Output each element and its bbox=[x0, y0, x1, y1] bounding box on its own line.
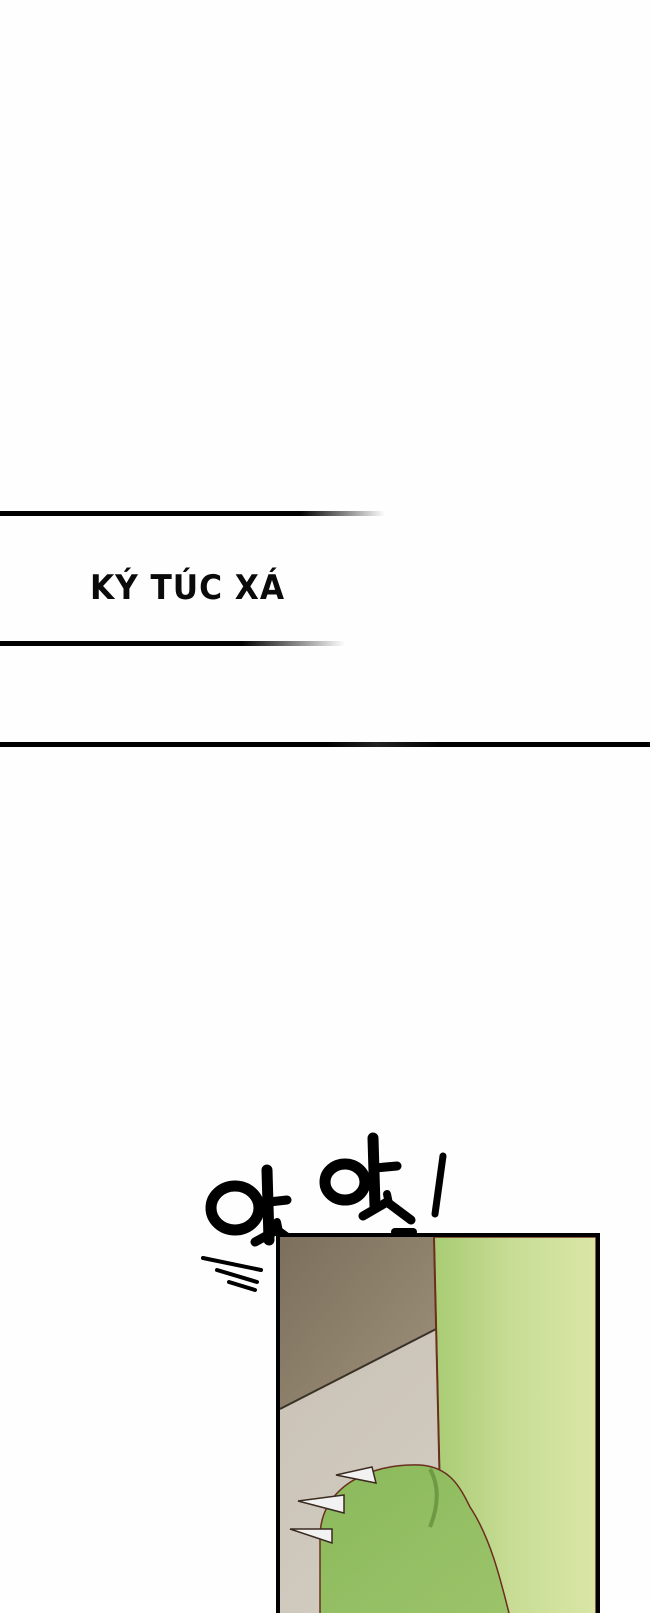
caption-bottom-rule bbox=[0, 641, 345, 646]
panel-divider bbox=[0, 742, 650, 747]
caption-top-rule bbox=[0, 511, 385, 516]
green-creature-leg-icon bbox=[280, 1237, 596, 1613]
comic-panel bbox=[276, 1233, 600, 1613]
location-caption: KÝ TÚC XÁ bbox=[90, 568, 285, 608]
